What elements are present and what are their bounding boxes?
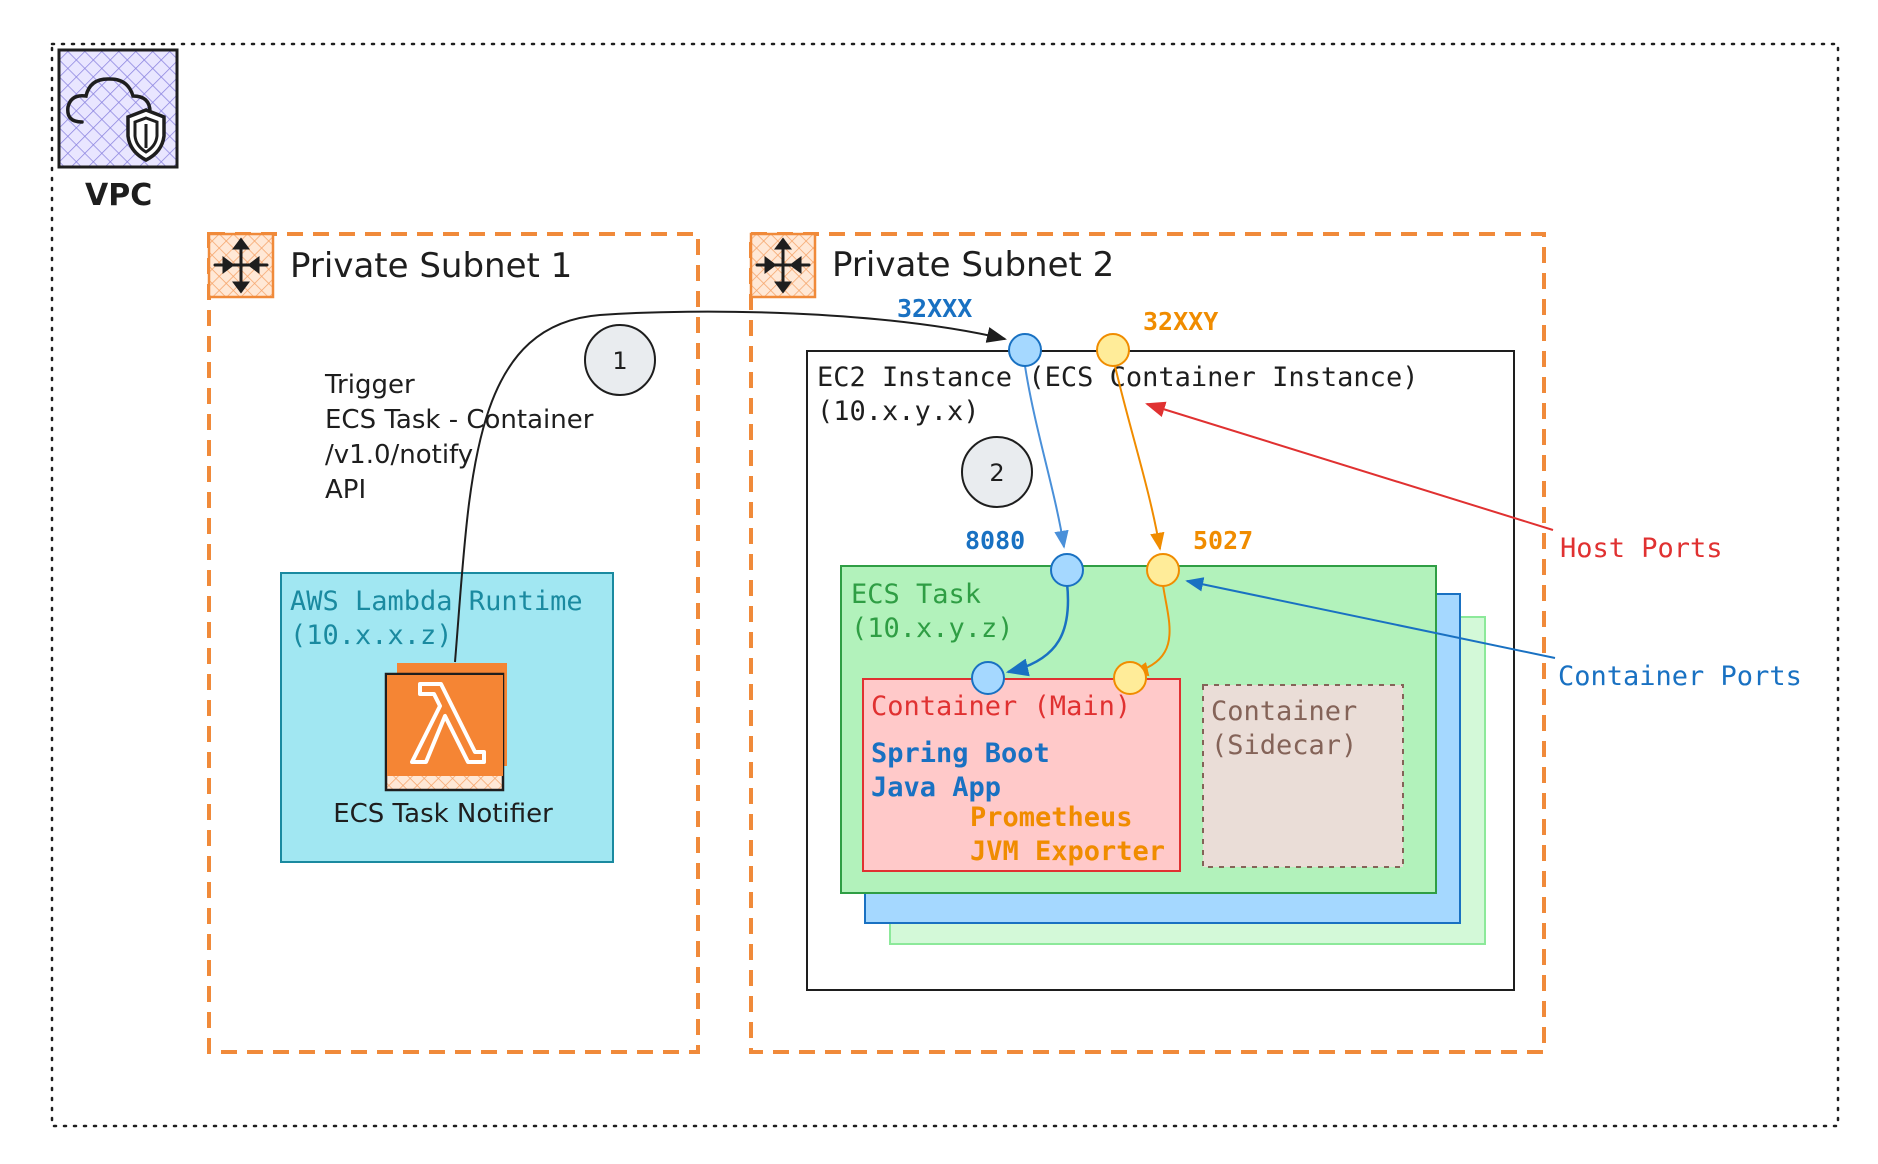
container-main-title: Container (Main) [871,691,1131,722]
vpc-shield-cloud-icon [57,48,179,169]
trigger-line-4: API [325,475,366,505]
svg-text:2: 2 [989,459,1004,487]
ecs-task-ip: (10.x.y.z) [851,613,1014,644]
subnet-1-icon [207,232,275,299]
container-port-blue-circle [1050,553,1084,587]
private-subnet-1-boundary [207,232,700,1054]
container-port-orange-circle [1146,553,1180,587]
container-main-app-line1: Spring Boot [871,738,1050,769]
blue-host-to-container-arrow [1024,365,1069,549]
private-subnet-1-label: Private Subnet 1 [290,246,572,286]
vpc-boundary [50,42,1840,1128]
blue-container-to-main-arrow [1005,582,1070,677]
lambda-function-name: ECS Task Notifier [333,799,553,829]
main-container-orange-port-circle [1113,661,1147,695]
container-sidecar-box [1202,684,1404,868]
container-ports-label: Container Ports [1558,661,1802,692]
subnet-2-icon [749,232,817,299]
step-1-badge: 1 [584,324,656,396]
trigger-line-3: /v1.0/notify [325,440,473,470]
host-port-blue-circle [1008,333,1042,367]
trigger-line-1: Trigger [324,370,415,400]
lambda-runtime-ip: (10.x.x.z) [290,620,453,651]
ec2-instance-ip: (10.x.y.x) [817,396,980,427]
trigger-line-2: ECS Task - Container [325,405,594,435]
private-subnet-2-boundary [749,232,1546,1054]
ecs-task-title: ECS Task [851,579,981,610]
host-ports-label: Host Ports [1560,533,1723,564]
host-port-orange-label: 32XXY [1143,307,1218,336]
trigger-arrow [454,310,1007,663]
orange-container-to-main-arrow [1130,584,1171,677]
lambda-runtime-title: AWS Lambda Runtime [290,586,583,617]
container-sidecar-subtitle: (Sidecar) [1211,730,1357,761]
container-main-exporter-line1: Prometheus [970,802,1133,833]
container-port-orange-label: 5027 [1193,526,1253,555]
main-container-blue-port-circle [971,661,1005,695]
orange-host-to-container-arrow [1114,365,1165,551]
svg-text:1: 1 [612,347,627,375]
vpc-label: VPC [85,178,152,213]
private-subnet-2-label: Private Subnet 2 [832,245,1114,285]
step-2-badge: 2 [961,436,1033,508]
container-ports-callout-arrow [1185,577,1556,659]
container-sidecar-title: Container [1211,696,1357,727]
container-main-box [862,678,1181,872]
host-port-orange-circle [1096,333,1130,367]
lambda-icon [384,663,507,792]
host-port-blue-label: 32XXX [897,294,972,323]
host-ports-callout-arrow [1145,401,1554,531]
container-main-app-line2: Java App [871,772,1001,803]
container-port-blue-label: 8080 [965,526,1025,555]
container-main-exporter-line2: JVM Exporter [970,836,1165,867]
